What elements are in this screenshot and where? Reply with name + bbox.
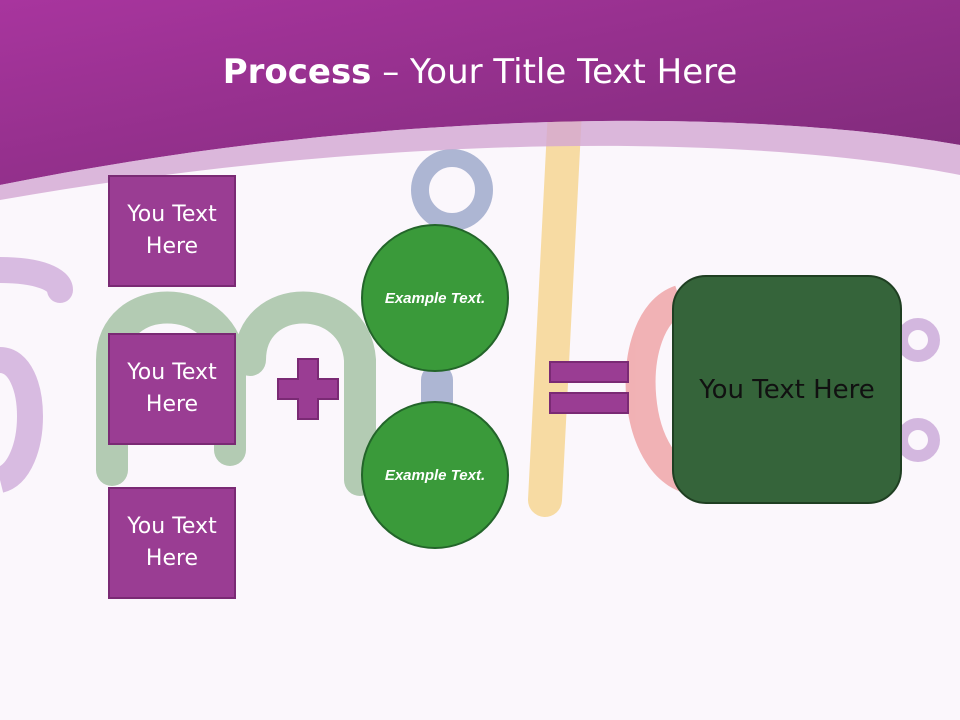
header-band <box>0 0 960 185</box>
text-box-2[interactable]: You Text Here <box>108 333 236 445</box>
result-box[interactable]: You Text Here <box>672 275 902 504</box>
header-wave <box>0 120 960 200</box>
example-circle-2[interactable]: Example Text. <box>361 401 509 549</box>
equals-icon <box>549 361 629 414</box>
text-box-3[interactable]: You Text Here <box>108 487 236 599</box>
text-box-1[interactable]: You Text Here <box>108 175 236 287</box>
title-rest: – Your Title Text Here <box>371 52 738 92</box>
plus-icon <box>277 358 339 420</box>
slide-title: Process – Your Title Text Here <box>0 52 960 92</box>
title-bold: Process <box>222 52 372 92</box>
example-circle-1[interactable]: Example Text. <box>361 224 509 372</box>
